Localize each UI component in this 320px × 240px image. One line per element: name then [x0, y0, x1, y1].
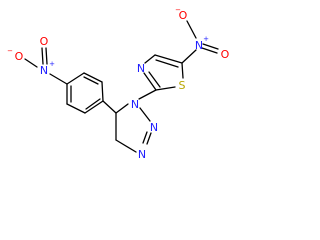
bond-n2-n3-inner: [146, 132, 152, 145]
atom-s-thiazole: S: [179, 79, 186, 92]
bond-ph2-ph3-inner: [83, 76, 99, 85]
bond-n3-c2: [143, 72, 157, 91]
bond-n3-c4: [115, 139, 137, 153]
bond-n1-n2: [139, 107, 151, 122]
atom-n2-triazole: N: [150, 121, 158, 134]
bond-lines: [24, 20, 219, 153]
molecule-structure: O − N + O N S N N N O − N + O: [7, 6, 230, 161]
bond-ph6-ph1-inner: [85, 98, 101, 110]
bond-ph6-ph1: [84, 100, 104, 114]
bond-o-n-top: [186, 20, 197, 39]
bond-ph1-ph2: [101, 81, 104, 102]
bond-n-o-double-left-b: [45, 47, 48, 65]
bond-ph4-n-left: [49, 73, 68, 85]
bond-c5-c4: [154, 54, 183, 64]
bond-n-o-double-left-a: [41, 47, 44, 65]
bond-c5-phenyl: [102, 100, 117, 114]
atom-n-plus-top: N: [195, 39, 203, 52]
charge-plus-top: +: [203, 35, 209, 43]
atom-o-double-top: O: [221, 48, 230, 61]
bond-ph3-ph4: [66, 72, 85, 85]
bond-c2-n1: [138, 89, 157, 100]
bond-n-o-double-top-a: [202, 43, 219, 50]
atom-n1-triazole: N: [131, 98, 139, 111]
charge-plus-left: +: [49, 60, 55, 68]
bond-ph5-ph6: [66, 103, 86, 114]
bond-n-o-left-minus: [24, 58, 38, 68]
bond-c5-c4-inner: [155, 59, 179, 68]
charge-minus-top: −: [175, 6, 181, 14]
atom-n-plus-left: N: [40, 64, 48, 77]
bond-n3-c2-inner: [148, 71, 161, 88]
bond-s-c5: [181, 62, 184, 79]
bond-n-o-double-top-b: [201, 47, 218, 54]
bond-n-thiazole-c5: [181, 49, 197, 64]
charge-minus-left: −: [7, 47, 13, 55]
bond-c5-n1: [115, 103, 129, 114]
atom-o-minus-left: O: [15, 50, 24, 63]
bond-n2-n3: [142, 131, 148, 144]
atom-n-thiazole: N: [137, 62, 145, 75]
bond-c4-n3: [144, 54, 156, 64]
atom-o-double-left: O: [40, 35, 49, 48]
atom-n3-triazole: N: [138, 148, 146, 161]
atom-o-minus-top: O: [179, 9, 188, 22]
bond-c2-s: [155, 86, 176, 91]
bond-ph2-ph3: [83, 72, 103, 83]
atom-labels: O − N + O N S N N N O − N + O: [7, 6, 230, 161]
